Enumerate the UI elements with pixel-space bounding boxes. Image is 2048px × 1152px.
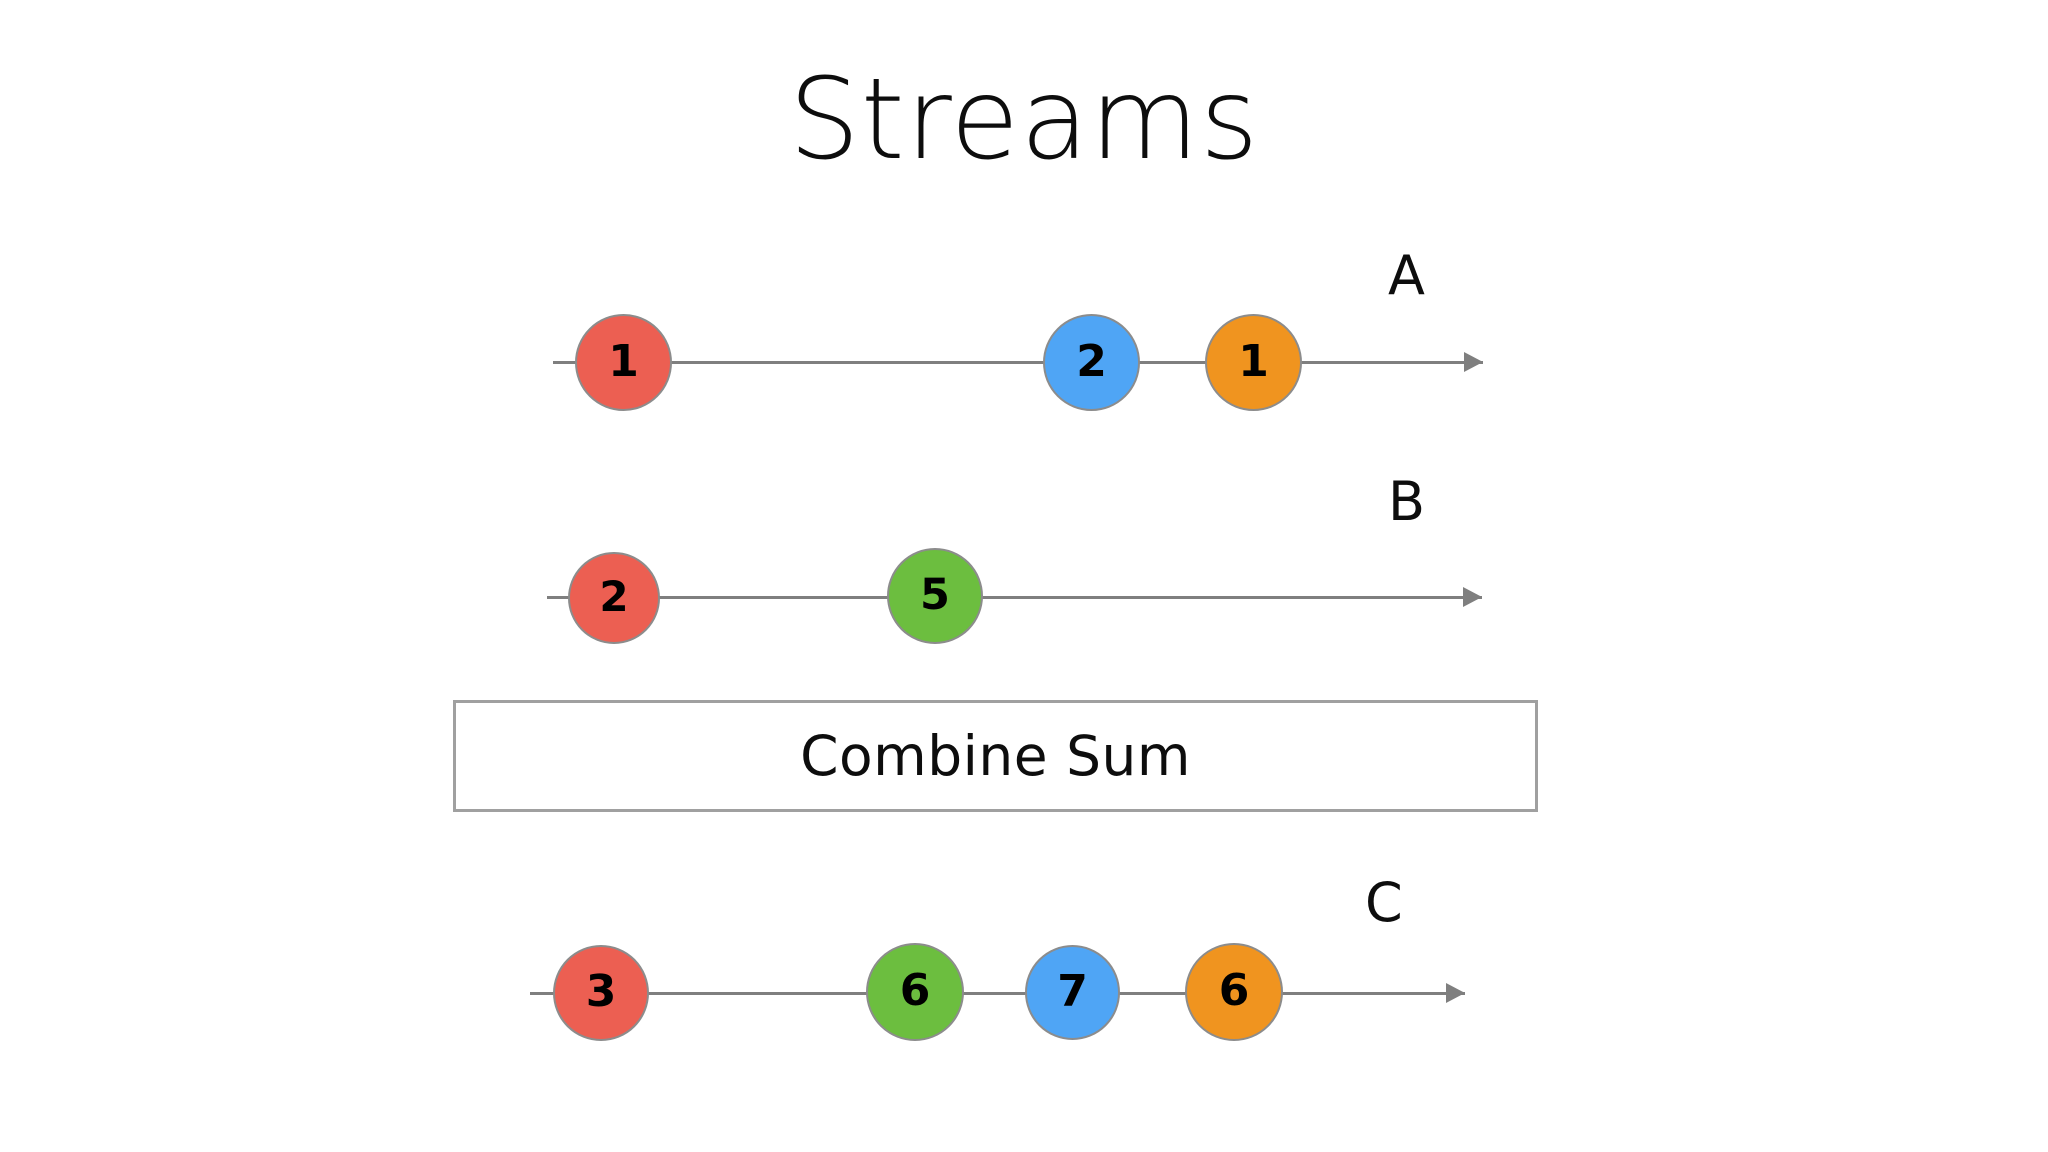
stream-a-arrow-icon [1464,352,1483,372]
stream-c-event-2-value: 7 [1057,965,1088,1017]
stream-c-label: C [1365,871,1403,934]
stream-a-event-2[interactable]: 1 [1205,314,1302,411]
combine-sum-label: Combine Sum [800,723,1191,788]
stream-b-event-1[interactable]: 5 [887,548,983,644]
page-title: Streams [788,55,1260,185]
stream-a-event-0[interactable]: 1 [575,314,672,411]
stream-a-event-2-value: 1 [1238,335,1269,387]
stream-b-label: B [1388,470,1426,533]
stream-c-event-1-value: 6 [899,965,931,1016]
stream-b-event-0[interactable]: 2 [568,552,660,644]
stream-c-event-1[interactable]: 6 [866,943,964,1041]
stream-a-event-1[interactable]: 2 [1043,314,1140,411]
stream-a-timeline [553,361,1483,364]
stream-b-arrow-icon [1463,587,1482,607]
stream-a-event-1-value: 2 [1076,335,1107,387]
stream-c-event-0-value: 3 [585,966,617,1017]
stream-c-event-3-value: 6 [1218,965,1250,1016]
combine-sum-box[interactable]: Combine Sum [453,700,1538,812]
stream-a-label: A [1388,244,1425,307]
stream-c-event-2[interactable]: 7 [1025,945,1120,1040]
stream-c-event-0[interactable]: 3 [553,945,649,1041]
stream-c-arrow-icon [1446,983,1465,1003]
stream-b-event-0-value: 2 [599,572,629,621]
stream-b-timeline [547,596,1482,599]
stream-c-timeline [530,992,1465,995]
stream-b-event-1-value: 5 [920,569,950,620]
stream-c-event-3[interactable]: 6 [1185,943,1283,1041]
stream-a-event-0-value: 1 [608,335,639,387]
